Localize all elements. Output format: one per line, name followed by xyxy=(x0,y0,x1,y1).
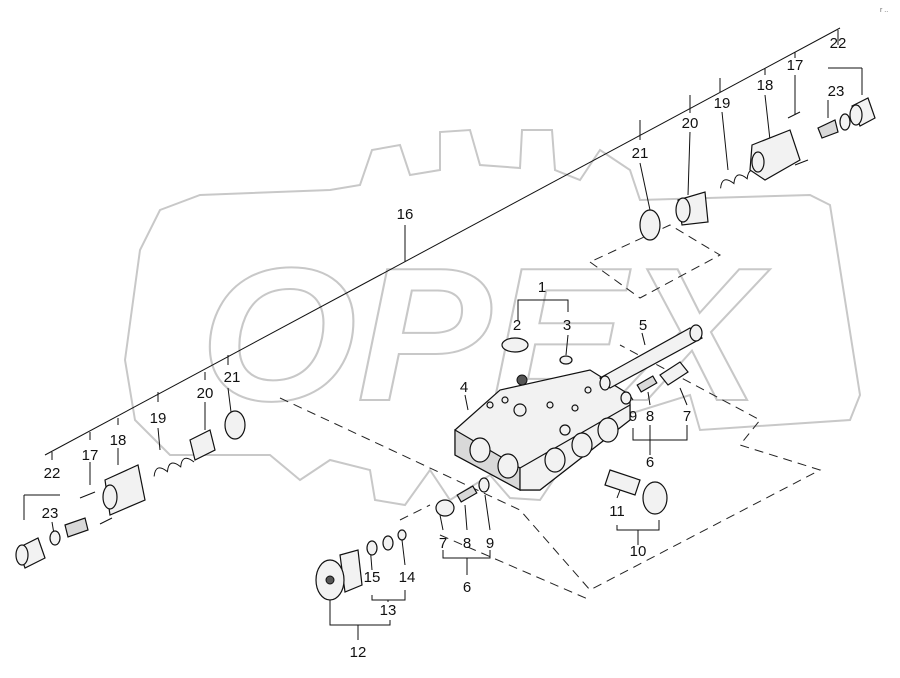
callout-20-left: 20 xyxy=(197,385,214,402)
callout-7-right: 7 xyxy=(683,408,691,425)
callout-15: 15 xyxy=(364,569,381,586)
axis-line-16 xyxy=(44,27,841,456)
dashed-outline-main xyxy=(279,344,822,591)
callout-9-left: 9 xyxy=(486,535,494,552)
spool-5 xyxy=(599,324,704,391)
callout-6-right: 6 xyxy=(646,454,654,471)
callout-2: 2 xyxy=(513,317,521,334)
callout-4: 4 xyxy=(460,379,468,396)
callout-23-right: 23 xyxy=(828,83,845,100)
callout-17-right: 17 xyxy=(787,57,804,74)
callout-18-left: 18 xyxy=(110,432,127,449)
callout-19-right: 19 xyxy=(714,95,731,112)
callout-7-left: 7 xyxy=(439,535,447,552)
callout-22-left: 22 xyxy=(44,465,61,482)
corner-mark: r .. xyxy=(880,7,888,14)
leaders-right xyxy=(639,30,863,211)
callout-6-left: 6 xyxy=(463,579,471,596)
callout-1: 1 xyxy=(538,279,546,296)
valve-body xyxy=(454,369,631,492)
callout-21-right: 21 xyxy=(632,145,649,162)
dashed-line-lower xyxy=(439,534,591,601)
spring-assembly-right xyxy=(639,97,876,241)
callout-21-left: 21 xyxy=(224,369,241,386)
callout-labels: 1 2 3 4 5 6 6 7 7 8 8 9 9 10 11 12 13 14… xyxy=(42,7,889,661)
callout-16: 16 xyxy=(397,206,414,223)
plug-12 xyxy=(315,529,407,601)
o-ring-2 xyxy=(501,337,529,353)
callout-8-right: 8 xyxy=(646,408,654,425)
spring-assembly-left xyxy=(15,410,246,569)
callout-13: 13 xyxy=(380,602,397,619)
callout-18-right: 18 xyxy=(757,77,774,94)
relief-cap-10 xyxy=(604,469,668,515)
dashed-line-plug xyxy=(399,504,431,521)
callout-19-left: 19 xyxy=(150,410,167,427)
callout-10: 10 xyxy=(630,543,647,560)
leaders-center xyxy=(329,299,688,640)
callout-9-right: 9 xyxy=(629,408,637,425)
callout-20-right: 20 xyxy=(682,115,699,132)
callout-8-left: 8 xyxy=(463,535,471,552)
callout-22-right: 22 xyxy=(830,35,847,52)
o-ring-3 xyxy=(559,355,573,365)
callout-11: 11 xyxy=(609,503,625,520)
callout-17-left: 17 xyxy=(82,447,99,464)
callout-14: 14 xyxy=(399,569,416,586)
callout-12: 12 xyxy=(350,644,367,661)
callout-3: 3 xyxy=(563,317,571,334)
check-valve-right xyxy=(620,361,689,405)
dashed-outline-top xyxy=(589,224,722,299)
check-valve-left xyxy=(435,477,490,517)
callout-23-left: 23 xyxy=(42,505,59,522)
callout-5: 5 xyxy=(639,317,647,334)
